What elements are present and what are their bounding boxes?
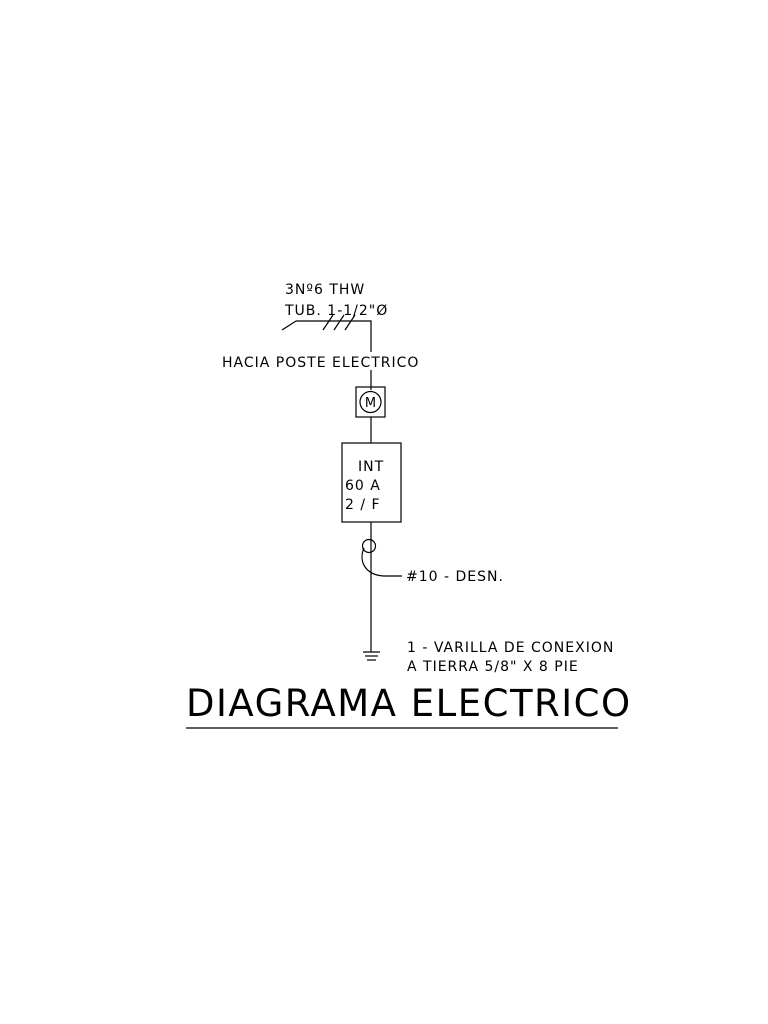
meter-symbol: M xyxy=(365,396,376,411)
ground-wire-label: #10 - DESN. xyxy=(406,569,504,585)
feeder-conduit-label: TUB. 1-1/2"Ø xyxy=(284,303,388,319)
breaker-label-phases: 2 / F xyxy=(345,497,381,513)
ground-wire-leader xyxy=(361,547,402,577)
ground-wire-symbol xyxy=(361,538,377,554)
ground-icon xyxy=(363,651,380,661)
conductor-hash-marks xyxy=(322,314,356,331)
breaker-label-amps: 60 A xyxy=(345,478,381,494)
pole-direction-label: HACIA POSTE ELECTRICO xyxy=(222,355,419,371)
meter-circle xyxy=(359,390,382,414)
breaker-label-int: INT xyxy=(358,459,384,475)
ground-rod-label-line2: A TIERRA 5/8" X 8 PIE xyxy=(407,659,579,675)
feeder-conductors-label: 3Nº6 THW xyxy=(285,282,365,298)
diagram-title: DIAGRAMA ELECTRICO xyxy=(186,682,632,725)
ground-rod-label-line1: 1 - VARILLA DE CONEXION xyxy=(407,640,614,656)
